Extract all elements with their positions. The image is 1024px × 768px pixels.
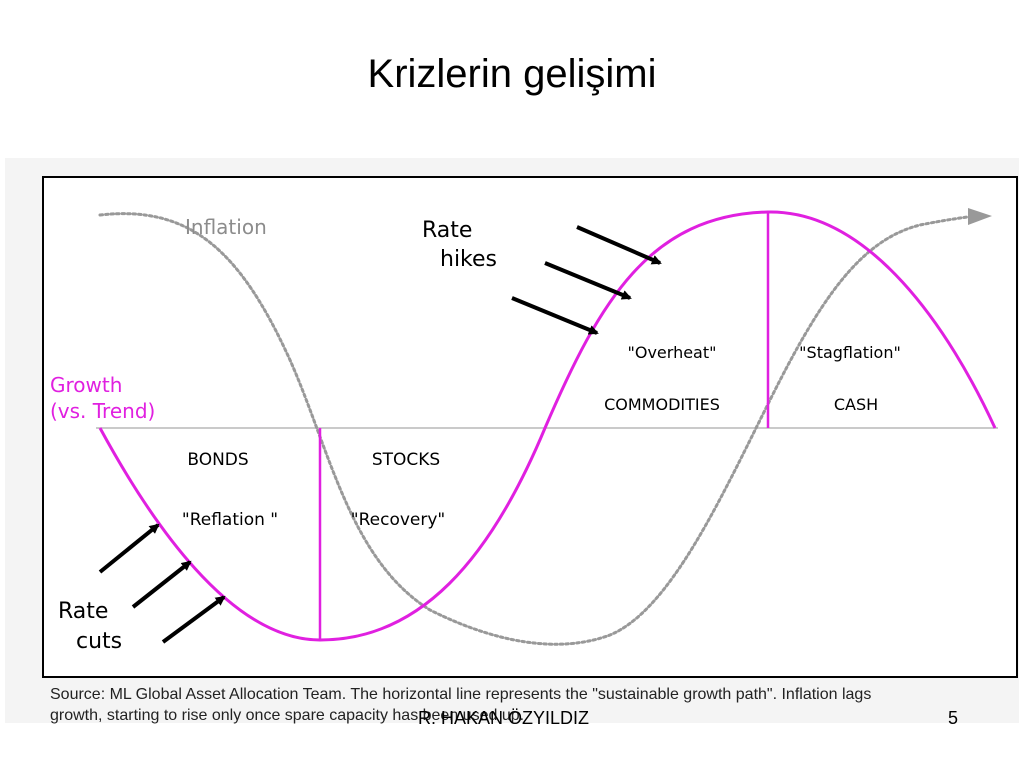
rate-hike-arrow-2 <box>544 261 632 300</box>
phase-stocks-name: "Recovery" <box>351 510 445 530</box>
rate-cut-arrow-1 <box>98 523 160 574</box>
rate-cut-arrow-2 <box>131 560 192 609</box>
phase-bonds-asset: BONDS <box>187 450 248 470</box>
phase-overheat-name: "Overheat" <box>628 343 717 362</box>
rate-hikes-label-line1: Rate <box>422 218 472 243</box>
phase-stocks-asset: STOCKS <box>372 450 440 470</box>
inflation-curve <box>98 212 977 646</box>
growth-label-line1: Growth <box>50 373 122 397</box>
source-note: Source: ML Global Asset Allocation Team.… <box>50 684 990 726</box>
source-note-line2: growth, starting to rise only once spare… <box>50 707 525 724</box>
rate-hike-arrow-1 <box>576 225 662 265</box>
rate-cuts-label-line1: Rate <box>58 599 108 624</box>
diagram-frame <box>42 176 1018 678</box>
inflation-label: Inflation <box>185 215 267 239</box>
slide-title: Krizlerin gelişimi <box>367 52 657 96</box>
phase-stagflation-name: "Stagflation" <box>799 343 901 362</box>
phase-cash-asset: CASH <box>834 395 878 414</box>
growth-curve <box>98 210 997 642</box>
inflation-arrowhead <box>968 208 992 225</box>
rate-cuts-label-line2: cuts <box>76 629 122 654</box>
rate-cut-arrow-3 <box>161 595 226 644</box>
footer-author: R. HAKAN ÖZYILDIZ <box>418 708 590 728</box>
rate-hikes-label-line2: hikes <box>440 247 497 272</box>
phase-commodities-asset: COMMODITIES <box>604 395 720 414</box>
source-note-line1: Source: ML Global Asset Allocation Team.… <box>50 686 872 703</box>
page-number: 5 <box>948 708 959 728</box>
phase-bonds-name: "Reflation " <box>182 510 278 530</box>
rate-hike-arrow-3 <box>511 296 599 335</box>
growth-label-line2: (vs. Trend) <box>50 399 155 423</box>
